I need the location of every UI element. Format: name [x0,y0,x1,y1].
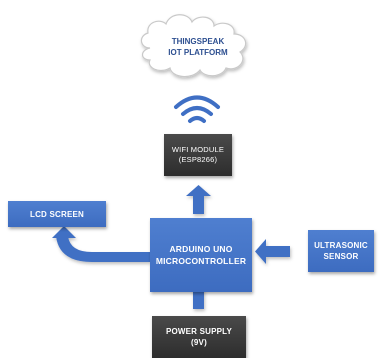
wifi-module-box: WIFI MODULE (ESP8266) [164,134,232,176]
wifi-module-line2: (ESP8266) [178,155,218,164]
ultrasonic-line2: SENSOR [323,252,359,261]
lcd-screen-box: LCD SCREEN [8,201,106,227]
arrow-arduino-to-wifi [186,185,211,214]
ultrasonic-sensor-box: ULTRASONIC SENSOR [308,230,374,272]
arrow-sensor-to-arduino [255,239,290,264]
cloud-shape [140,14,247,78]
power-supply-line2: (9V) [191,338,207,347]
cloud-label-line1: THINGSPEAK [171,37,225,46]
cloud-label: THINGSPEAK IOT PLATFORM [148,36,248,58]
wifi-signal-icon [174,95,220,123]
power-supply-line1: POWER SUPPLY [165,327,233,336]
arrow-arduino-to-lcd [52,226,150,262]
wifi-module-line1: WIFI MODULE [171,145,225,154]
ultrasonic-line1: ULTRASONIC [314,241,368,250]
lcd-screen-label: LCD SCREEN [29,209,84,219]
arduino-line2: MICROCONTROLLER [155,256,247,266]
arduino-box: ARDUINO UNO MICROCONTROLLER [150,218,252,292]
arduino-line1: ARDUINO UNO [169,244,233,254]
power-supply-box: POWER SUPPLY (9V) [152,316,246,358]
cloud-label-line2: IOT PLATFORM [168,48,228,57]
